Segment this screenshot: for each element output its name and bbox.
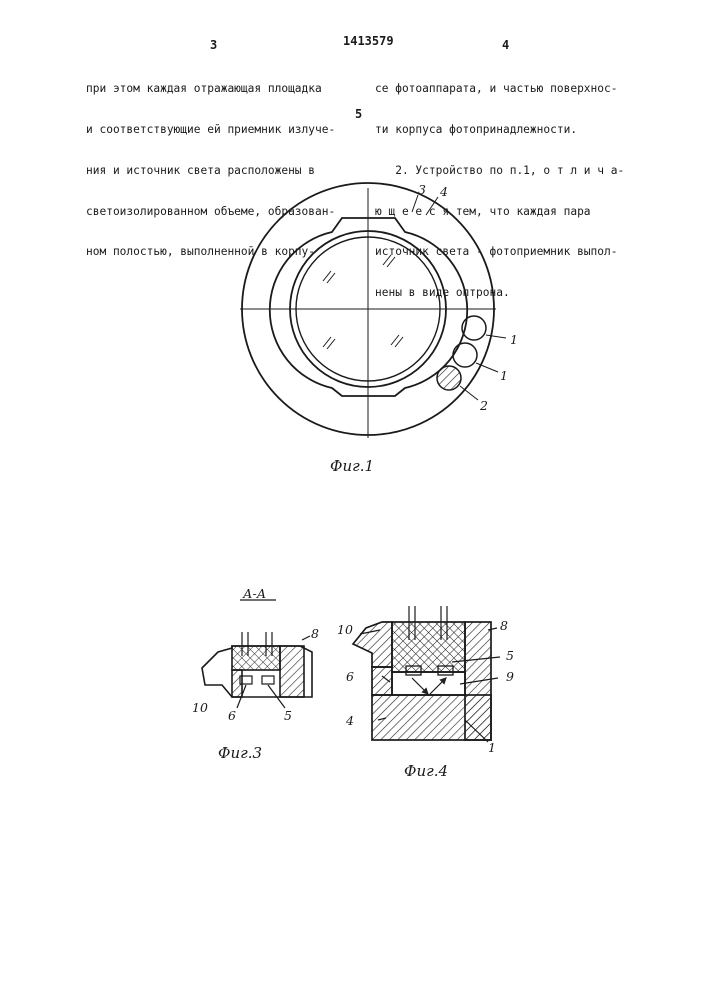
fig4-base-4 — [372, 695, 491, 740]
fig4-cavity-9 — [392, 672, 465, 695]
fig4-label-1: 1 — [488, 740, 496, 755]
glass-marks — [323, 255, 403, 349]
figure-3 — [202, 600, 312, 708]
fig4-label-5: 5 — [506, 648, 514, 663]
fig4-flange-10 — [353, 622, 392, 667]
fig3-potting — [232, 646, 280, 670]
fig4-label-8: 8 — [500, 618, 508, 633]
fig3-label-8: 8 — [311, 626, 319, 641]
fig1-label-4: 4 — [439, 184, 448, 199]
light-source-2 — [437, 366, 461, 390]
fig1-label-1a: 1 — [510, 332, 518, 347]
fig4-label-6: 6 — [346, 669, 354, 684]
fig3-element-5 — [262, 676, 274, 684]
fig3-caption: Фиг.3 — [218, 744, 262, 762]
fig1-label-1b: 1 — [500, 368, 508, 383]
fig3-section-title: А-А — [242, 586, 266, 601]
fig3-label-6: 6 — [228, 708, 236, 723]
sensor-1b — [453, 343, 477, 367]
fig1-label-2: 2 — [479, 398, 488, 413]
fig3-wall-8 — [280, 646, 304, 697]
fig3-label-5: 5 — [284, 708, 292, 723]
fig4-label-4: 4 — [345, 713, 354, 728]
fig1-label-3: 3 — [418, 182, 426, 197]
fig1-caption: Фиг.1 — [330, 457, 374, 475]
fig4-label-9: 9 — [506, 669, 514, 684]
figure-4 — [353, 606, 500, 742]
fig4-label-10: 10 — [337, 622, 353, 637]
fig4-potting — [392, 622, 465, 672]
fig4-caption: Фиг.4 — [404, 762, 448, 780]
figure-1 — [240, 183, 506, 438]
fig3-label-10: 10 — [192, 700, 208, 715]
